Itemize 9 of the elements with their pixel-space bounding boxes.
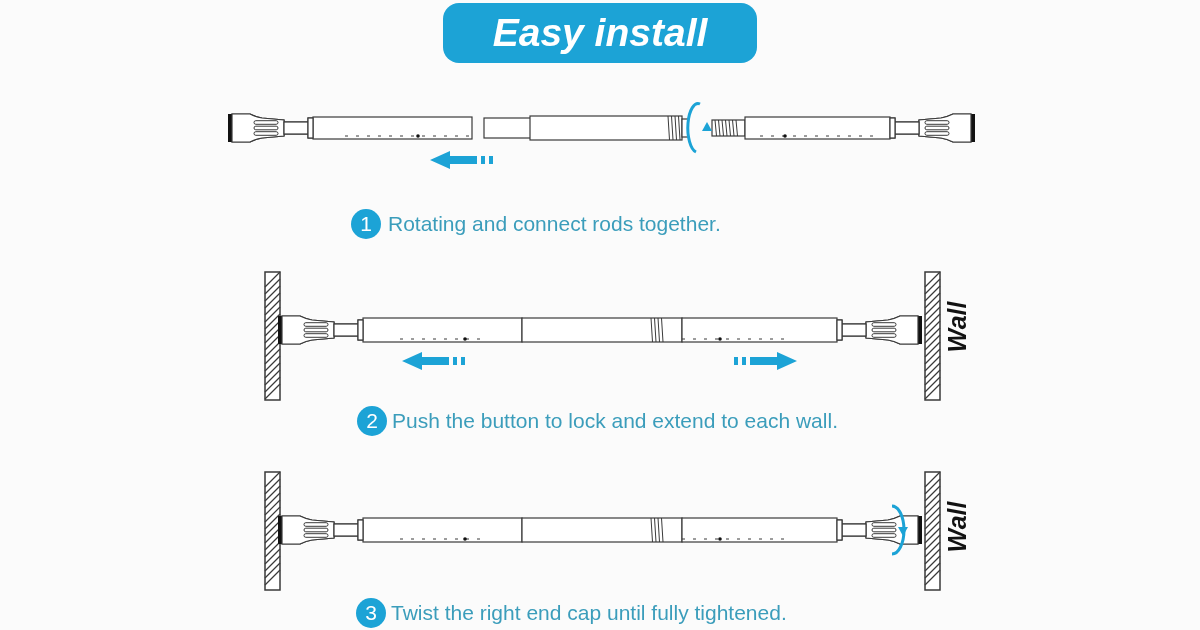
title-banner: Easy install xyxy=(443,3,757,63)
wall-label: Wall xyxy=(944,301,970,353)
wall-label: Wall xyxy=(944,501,970,553)
step-instruction: Twist the right end cap until fully tightened. xyxy=(391,600,787,626)
step-instruction: Push the button to lock and extend to each wall. xyxy=(392,408,838,434)
step-instruction: Rotating and connect rods together. xyxy=(388,211,721,237)
step-number-badge: 2 xyxy=(357,406,387,436)
step-number-badge: 1 xyxy=(351,209,381,239)
step-number-badge: 3 xyxy=(356,598,386,628)
